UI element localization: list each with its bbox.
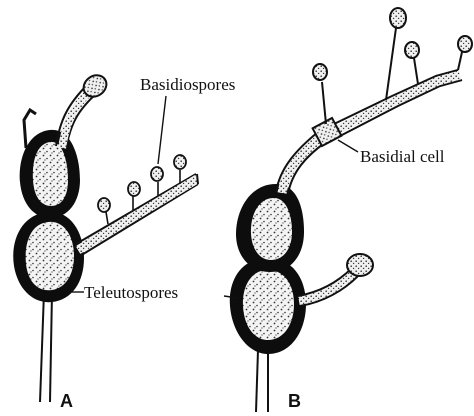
basidiospore — [151, 167, 163, 196]
teleutospore-cell-lower-b — [230, 258, 306, 354]
panel-b-drawing — [224, 8, 472, 412]
basidium-lower-b — [298, 254, 373, 306]
panel-a-drawing — [13, 71, 198, 402]
promycelium-b — [276, 70, 462, 194]
basidiospore — [98, 198, 110, 224]
basidiospores-pointer — [158, 96, 166, 164]
basidiospore — [386, 8, 406, 100]
basidiospore — [458, 36, 472, 70]
panel-a-label: A — [60, 392, 73, 410]
basidiospore — [128, 182, 140, 210]
basidial-cell-label: Basidial cell — [360, 148, 445, 165]
basidiospore — [313, 64, 327, 124]
stalk-b — [256, 350, 268, 412]
basidiospore — [174, 155, 186, 184]
teleutospores-label: Teleutospores — [84, 284, 178, 301]
basidiospore — [405, 42, 419, 84]
panel-b-label: B — [288, 392, 301, 410]
basidiospores-label: Basidiospores — [140, 76, 235, 93]
basidial-cell-pointer — [338, 140, 358, 152]
promycelium-upper-a — [56, 71, 111, 150]
stalk-a — [40, 292, 52, 402]
teleutospore-cell-upper-a — [20, 130, 80, 218]
teleutospore-cell-upper-b — [236, 184, 304, 272]
teleutospore-cell-lower-a — [13, 212, 84, 302]
